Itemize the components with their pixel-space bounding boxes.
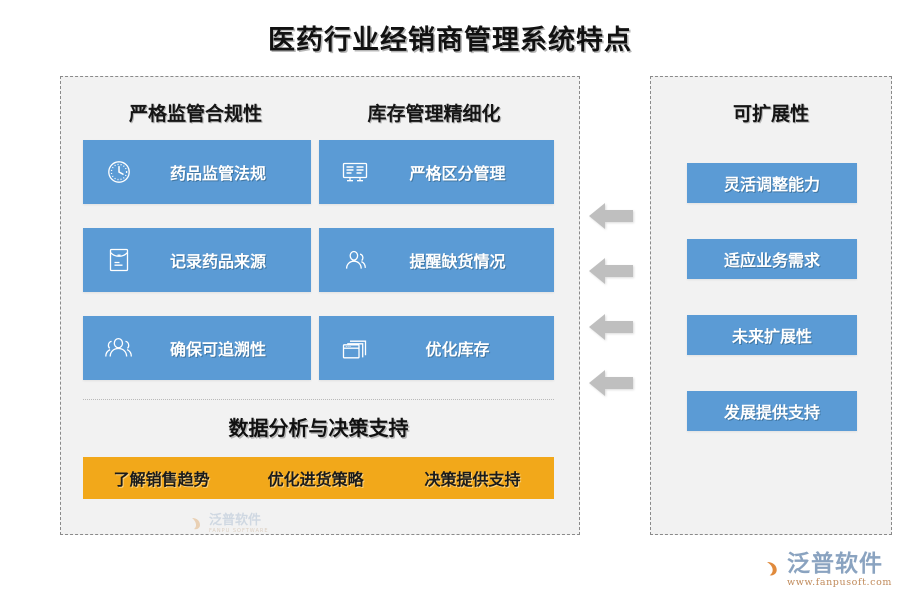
brand-logo: 泛普软件 www.fanpusoft.com bbox=[752, 548, 892, 592]
watermark-logo-icon bbox=[181, 514, 200, 534]
scalability-item-future-expansion[interactable]: 未来扩展性 bbox=[687, 315, 857, 355]
watermark-sub: FANPU SOFTWARE bbox=[209, 527, 269, 534]
users-icon bbox=[97, 335, 141, 361]
scalability-item-growth-support[interactable]: 发展提供支持 bbox=[687, 391, 857, 431]
feature-card-label: 严格区分管理 bbox=[409, 164, 506, 183]
analytics-section-title: 数据分析与决策支持 bbox=[228, 416, 409, 440]
right-panel-heading: 可扩展性 bbox=[732, 103, 809, 125]
watermark-name: 泛普软件 bbox=[209, 512, 262, 528]
brand-logo-name: 泛普软件 bbox=[787, 550, 884, 577]
analytics-button-decision-support[interactable]: 决策提供支持 bbox=[391, 457, 554, 499]
arrow-left-icon bbox=[589, 310, 633, 344]
users-icon bbox=[333, 248, 377, 273]
analytics-buttons-row: 了解销售趋势 优化进货策略 决策提供支持 bbox=[83, 457, 554, 499]
brand-logo-url: www.fanpusoft.com bbox=[787, 576, 892, 588]
analytics-divider bbox=[83, 399, 554, 400]
feature-card-stockout-alert[interactable]: 提醒缺货情况 bbox=[319, 228, 554, 292]
watermark: 泛普软件 FANPU SOFTWARE bbox=[179, 507, 289, 541]
left-panel: 严格监管合规性 库存管理精细化 药品监管法规 bbox=[60, 76, 580, 535]
arrow-left-icon bbox=[589, 254, 633, 288]
feature-card-optimize-inventory[interactable]: 优化库存 bbox=[319, 316, 554, 380]
clock-icon bbox=[97, 159, 141, 185]
feature-card-label: 确保可追溯性 bbox=[169, 340, 266, 359]
scalability-item-flexible-adjustment[interactable]: 灵活调整能力 bbox=[687, 163, 857, 203]
feature-card-label: 记录药品来源 bbox=[169, 252, 266, 271]
feature-card-label: 药品监管法规 bbox=[169, 164, 266, 183]
analytics-button-purchase-strategy[interactable]: 优化进货策略 bbox=[240, 457, 392, 499]
arrow-left-icon bbox=[589, 199, 633, 233]
feature-card-label: 提醒缺货情况 bbox=[409, 252, 506, 271]
feature-card-strict-classification[interactable]: 严格区分管理 bbox=[319, 140, 554, 204]
scalability-item-business-needs[interactable]: 适应业务需求 bbox=[687, 239, 857, 279]
feature-card-drug-regulation[interactable]: 药品监管法规 bbox=[83, 140, 311, 204]
arrow-left-icon bbox=[589, 366, 633, 400]
board-list-icon bbox=[333, 160, 377, 184]
feature-card-traceability[interactable]: 确保可追溯性 bbox=[83, 316, 311, 380]
document-icon bbox=[97, 246, 141, 274]
column-heading-compliance: 严格监管合规性 bbox=[128, 103, 262, 125]
page-title: 医药行业经销商管理系统特点 bbox=[268, 25, 632, 56]
feature-card-label: 优化库存 bbox=[425, 340, 490, 359]
analytics-button-sales-trend[interactable]: 了解销售趋势 bbox=[83, 457, 241, 499]
right-panel: 可扩展性 灵活调整能力 适应业务需求 未来扩展性 发展提供支持 bbox=[650, 76, 892, 535]
brand-logo-icon bbox=[753, 557, 777, 583]
feature-card-record-source[interactable]: 记录药品来源 bbox=[83, 228, 311, 292]
column-heading-inventory: 库存管理精细化 bbox=[367, 103, 501, 125]
stacked-windows-icon bbox=[333, 335, 377, 362]
